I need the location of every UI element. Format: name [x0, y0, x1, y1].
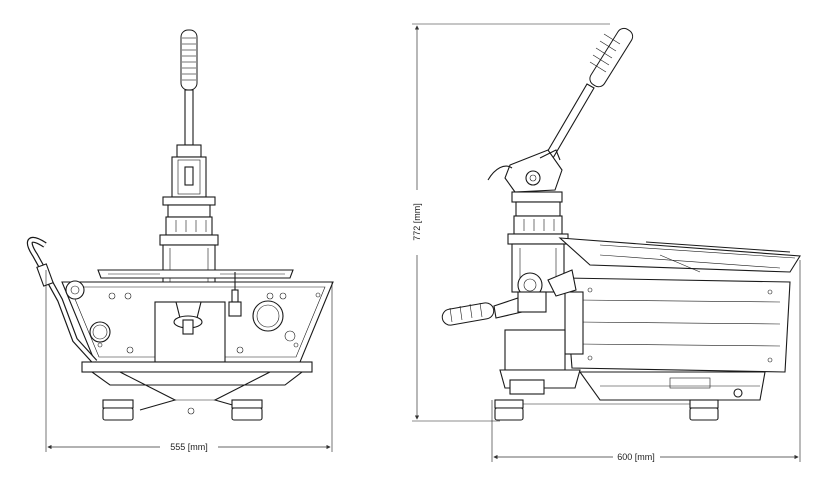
side-main-body: [547, 269, 791, 373]
side-height-dimension: 772 [mm]: [412, 23, 610, 422]
front-lever-grip: [180, 29, 198, 91]
front-group-head: [159, 196, 219, 246]
side-lever-linkage: [487, 149, 563, 193]
side-portafilter: [441, 291, 547, 326]
side-depth-label: 600 [mm]: [617, 452, 655, 462]
side-height-label: 772 [mm]: [412, 203, 422, 241]
front-steam-arm: [26, 236, 98, 365]
side-feet: [494, 399, 719, 421]
side-group-head: [507, 191, 569, 245]
side-pedestal: [499, 329, 766, 401]
front-width-label: 555 [mm]: [170, 442, 208, 452]
side-cup-tray: [558, 237, 801, 273]
side-view: 772 [mm] 600 [mm]: [412, 23, 801, 462]
front-feet: [102, 399, 263, 421]
side-lever-shaft: [545, 83, 595, 159]
front-lever-shaft: [184, 89, 194, 146]
side-depth-dimension: 600 [mm]: [491, 260, 801, 462]
side-lever-grip: [589, 27, 634, 88]
front-cup-tray: [97, 269, 294, 279]
front-main-body: [61, 272, 334, 363]
front-lever-clevis: [171, 144, 207, 198]
front-width-dimension: 555 [mm]: [45, 270, 333, 452]
front-view: 555 [mm]: [26, 29, 334, 452]
